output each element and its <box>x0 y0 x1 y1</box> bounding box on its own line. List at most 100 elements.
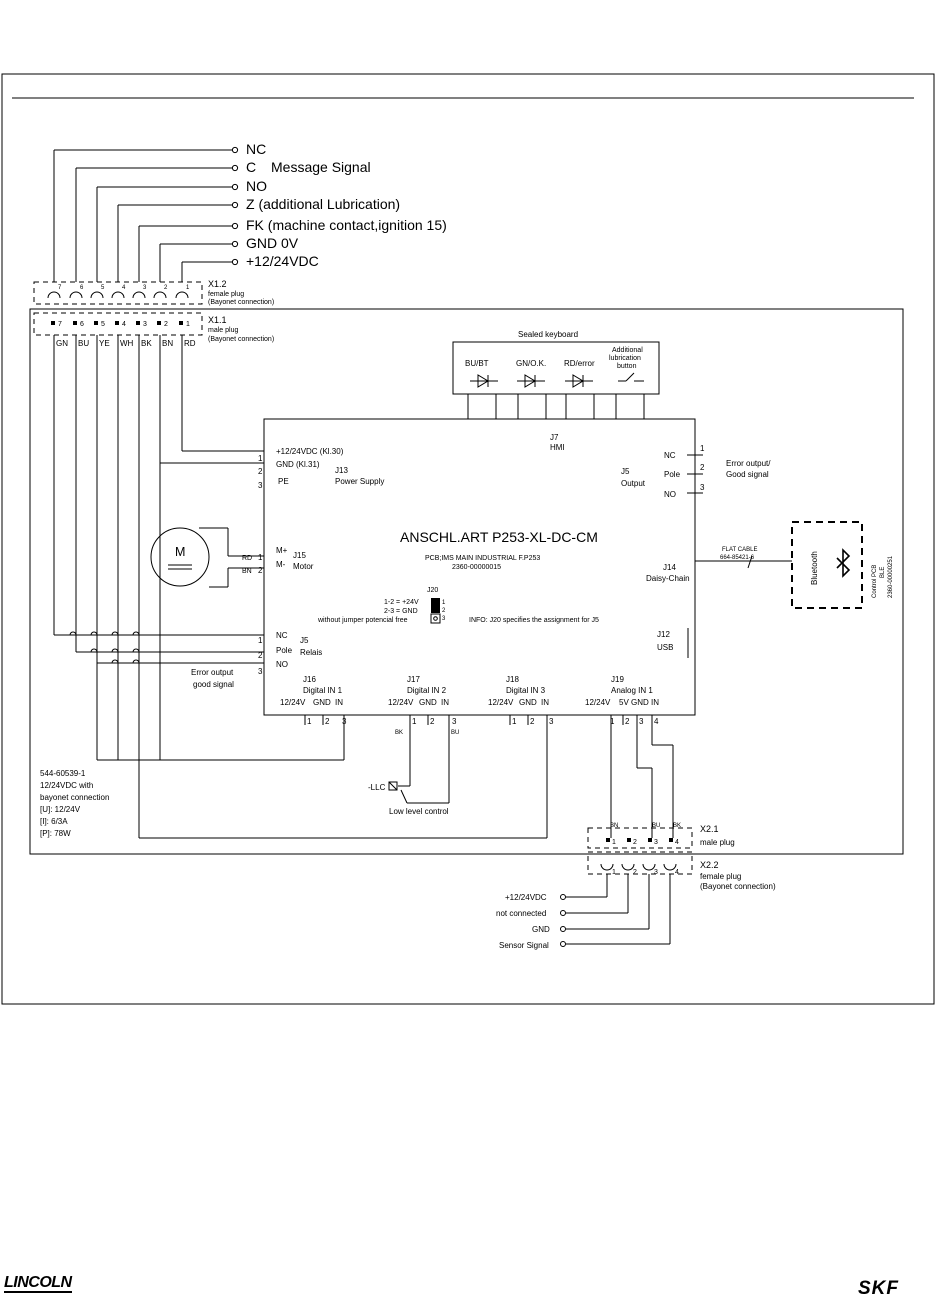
board-pcb: PCB;IMS MAIN INDUSTRIAL F.P253 <box>425 555 540 562</box>
x21-id: X2.1 <box>700 824 719 834</box>
j12-name: USB <box>657 643 673 652</box>
j19-5v: 5V <box>619 698 629 707</box>
keyboard-title: Sealed keyboard <box>518 330 578 339</box>
j15-name: Motor <box>293 562 314 571</box>
bluetooth-icon <box>836 548 851 578</box>
j19-gnd: GND <box>631 698 649 707</box>
bluetooth-module <box>791 521 863 609</box>
j19-pin: 1 <box>610 717 615 726</box>
j17-id: J17 <box>407 675 420 684</box>
x22-id: X2.2 <box>700 860 719 870</box>
x12-pin: 7 <box>58 285 62 291</box>
top-signal-lines <box>53 146 239 282</box>
j16-name: Digital IN 1 <box>303 686 343 695</box>
llc-sensor-box <box>388 781 398 791</box>
relay-error-output: Error output <box>191 668 234 677</box>
control-pcb-ble: BLE <box>880 567 886 578</box>
ps-pin: 2 <box>258 467 263 476</box>
x22-type: female plug <box>700 872 741 881</box>
key-led-diodes <box>467 372 645 420</box>
ps-pin: 3 <box>258 481 263 490</box>
x11-pin: 7 <box>58 321 62 328</box>
x11-pins <box>51 321 183 325</box>
x22-connection: (Bayonet connection) <box>700 882 776 891</box>
j5-output-name: Output <box>621 479 646 488</box>
llc-description: Low level control <box>389 807 449 816</box>
good-signal-label: Good signal <box>726 470 769 479</box>
x22-pin: 4 <box>675 869 679 876</box>
output-pin: 1 <box>700 444 705 453</box>
j19-pin: 4 <box>654 717 659 726</box>
key-label: RD/error <box>564 359 595 368</box>
x12-pin: 3 <box>143 285 147 291</box>
key-label: BU/BT <box>465 359 489 368</box>
wire-color-rd: RD <box>184 339 196 348</box>
relay-pin: 3 <box>258 667 263 676</box>
signal-z-label: Z (additional Lubrication) <box>246 196 400 212</box>
x21-pin: 2 <box>633 839 637 846</box>
signal-no-label: NO <box>246 178 267 194</box>
ps-pin: 1 <box>258 454 263 463</box>
j20-pin: 1 <box>442 600 446 606</box>
j19-pin: 2 <box>625 717 630 726</box>
j17-gnd: GND <box>419 698 437 707</box>
j18-gnd: GND <box>519 698 537 707</box>
x21-pin: 4 <box>675 839 679 846</box>
j20-pin: 2 <box>442 608 446 614</box>
x11-pin: 2 <box>164 321 168 328</box>
signal-supply-label: +12/24VDC <box>246 253 319 269</box>
input-terminals <box>304 715 653 725</box>
x12-pin: 5 <box>101 285 105 291</box>
j18-pin: 1 <box>512 717 517 726</box>
j15-id: J15 <box>293 551 306 560</box>
j12-id: J12 <box>657 630 670 639</box>
x21-wire-bk: BK <box>673 823 681 829</box>
x11-pin: 4 <box>122 321 126 328</box>
relay-pin: 2 <box>258 651 263 660</box>
motor-plus: M+ <box>276 546 288 555</box>
drawing-frame <box>1 73 935 1005</box>
j7-name: HMI <box>550 443 565 452</box>
add-button-label-1: Additional <box>612 347 643 354</box>
control-pcb-number: 2360-00000251 <box>888 555 894 598</box>
control-pcb-label: Control PCB <box>872 565 878 598</box>
ps-supply-label: +12/24VDC (Kl.30) <box>276 447 344 456</box>
j17-pin: 2 <box>430 717 435 726</box>
wire-color-bu: BU <box>78 339 89 348</box>
relay-pole: Pole <box>276 646 293 655</box>
x11-pin: 6 <box>80 321 84 328</box>
j17-v: 12/24V <box>388 698 414 707</box>
j7-id: J7 <box>550 433 559 442</box>
add-button-label-3: button <box>617 363 637 370</box>
j16-v: 12/24V <box>280 698 306 707</box>
relay-id: J5 <box>300 636 309 645</box>
motor-pin: 1 <box>258 553 263 562</box>
j19-name: Analog IN 1 <box>611 686 653 695</box>
llc-wire-bk: BK <box>395 730 403 736</box>
board-title: ANSCHL.ART P253-XL-DC-CM <box>400 529 598 545</box>
wire-color-gn: GN <box>56 339 68 348</box>
x21-wire-bu: BU <box>652 823 660 829</box>
wire-color-ye: YE <box>99 339 110 348</box>
motor-pin: 2 <box>258 566 263 575</box>
j18-pin: 2 <box>530 717 535 726</box>
j18-v: 12/24V <box>488 698 514 707</box>
skf-logo: SKF <box>858 1278 899 1299</box>
j20-rule-2: 2-3 = GND <box>384 608 418 615</box>
signal-c-label: C <box>246 159 256 175</box>
x12-pin: 4 <box>122 285 126 291</box>
x11-pin: 5 <box>101 321 105 328</box>
motor-letter: M <box>175 545 185 559</box>
x22-pin: 2 <box>633 869 637 876</box>
analog-wires <box>610 725 674 838</box>
j20-jumper <box>431 598 440 613</box>
j17-in: IN <box>441 698 449 707</box>
spec-line: 544-60539-1 <box>40 769 86 778</box>
signal-message-label: Message Signal <box>271 159 371 175</box>
output-no: NO <box>664 490 676 499</box>
output-nc: NC <box>664 451 676 460</box>
j13-id: J13 <box>335 466 348 475</box>
j17-pin: 3 <box>452 717 457 726</box>
j19-pin: 3 <box>639 717 644 726</box>
spec-line: bayonet connection <box>40 793 109 802</box>
